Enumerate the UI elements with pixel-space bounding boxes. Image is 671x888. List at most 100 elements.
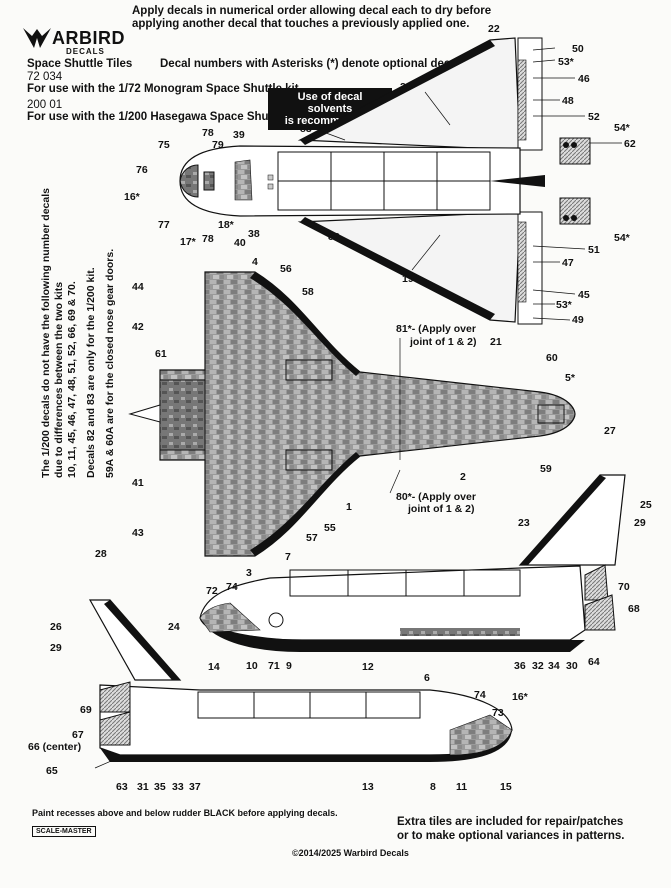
label-10: 10	[246, 660, 258, 672]
label-59: 59	[540, 463, 552, 475]
label-47: 47	[562, 257, 574, 269]
label-61: 61	[155, 348, 167, 360]
label-67: 67	[72, 729, 84, 741]
label-35: 35	[154, 781, 166, 793]
kit-code-1: 72 034	[27, 71, 63, 83]
label-3: 3	[246, 567, 252, 579]
label-51: 51	[588, 244, 600, 256]
extra-tiles-note: Extra tiles are included for repair/patc…	[397, 815, 625, 843]
label-7: 7	[285, 551, 291, 563]
extra-line-2: or to make optional variances in pattern…	[397, 830, 625, 842]
label-16: 16*	[124, 191, 141, 203]
label-27: 27	[604, 425, 616, 437]
label-83: 83	[300, 123, 312, 135]
label-74-right: 74	[226, 581, 238, 593]
label-1: 1	[346, 501, 352, 513]
label-11: 11	[456, 781, 467, 793]
label-2: 2	[460, 471, 466, 483]
label-76: 76	[136, 164, 148, 176]
label-80-note: joint of 1 & 2)	[407, 503, 475, 515]
extra-line-1: Extra tiles are included for repair/patc…	[397, 816, 624, 828]
label-44: 44	[132, 281, 144, 293]
label-36: 36	[514, 660, 526, 672]
label-48: 48	[562, 95, 574, 107]
label-64: 64	[588, 656, 600, 668]
label-19: 19	[402, 273, 414, 285]
label-68: 68	[628, 603, 640, 615]
page-title: Space Shuttle Tiles	[27, 58, 133, 70]
label-71: 71	[268, 660, 280, 672]
label-45: 45	[578, 289, 590, 301]
label-53-top: 53*	[558, 56, 575, 68]
warbird-logo-icon	[23, 28, 51, 48]
label-78-top: 78	[202, 127, 214, 139]
label-72: 72	[206, 585, 218, 597]
label-57: 57	[306, 532, 318, 544]
label-62: 62	[624, 138, 636, 150]
label-46: 46	[578, 73, 590, 85]
label-70: 70	[618, 581, 630, 593]
instruction-line-2: applying another decal that touches a pr…	[132, 18, 470, 30]
leader-lines	[94, 47, 622, 769]
label-16-left: 16*	[512, 691, 529, 703]
left-side-view	[88, 599, 513, 762]
label-55: 55	[324, 522, 336, 534]
label-43: 43	[132, 527, 144, 539]
optional-note: Decal numbers with Asterisks (*) denote …	[160, 58, 470, 70]
label-30: 30	[566, 660, 578, 672]
instruction-line-1: Apply decals in numerical order allowing…	[132, 5, 492, 17]
label-15: 15	[500, 781, 512, 793]
label-82: 82	[328, 231, 340, 243]
label-80: 80*- (Apply over	[396, 491, 476, 503]
label-24: 24	[168, 621, 180, 633]
label-22: 22	[488, 23, 500, 35]
label-52: 52	[588, 111, 600, 123]
label-8: 8	[430, 781, 436, 793]
label-14: 14	[208, 661, 220, 673]
label-69: 69	[80, 704, 92, 716]
label-12: 12	[362, 661, 374, 673]
label-38: 38	[248, 228, 260, 240]
label-23: 23	[518, 517, 530, 529]
label-41: 41	[132, 477, 144, 489]
label-34: 34	[548, 660, 560, 672]
brand-name: ARBIRD	[52, 28, 125, 48]
label-49: 49	[572, 314, 584, 326]
label-21: 21	[490, 336, 502, 348]
brand-logo: ARBIRD DECALS	[22, 22, 125, 58]
label-37: 37	[189, 781, 201, 793]
solvent-line-1: Use of decal solvents	[297, 91, 363, 115]
label-6: 6	[424, 672, 430, 684]
label-54-bottom: 54*	[614, 232, 631, 244]
label-17: 17*	[180, 236, 197, 248]
label-13: 13	[362, 781, 374, 793]
top-view	[179, 37, 591, 325]
label-29-right: 29	[634, 517, 646, 529]
label-75: 75	[158, 139, 170, 151]
label-31: 31	[137, 781, 149, 793]
label-73: 73	[492, 707, 504, 719]
label-28: 28	[95, 548, 107, 560]
kit-use-2: For use with the 1/200 Hasegawa Space Sh…	[27, 111, 306, 123]
label-56: 56	[280, 263, 292, 275]
label-33: 33	[172, 781, 184, 793]
label-58: 58	[302, 286, 314, 298]
label-9: 9	[286, 660, 292, 672]
label-63: 63	[116, 781, 128, 793]
top-right-wing	[297, 211, 521, 323]
kit-code-2: 200 01	[27, 99, 63, 111]
label-4: 4	[252, 256, 258, 268]
label-66-center: 66 (center)	[28, 741, 81, 753]
label-65: 65	[46, 765, 58, 777]
label-79: 79	[212, 139, 224, 151]
label-42: 42	[132, 321, 144, 333]
instructions: Apply decals in numerical order allowing…	[132, 5, 492, 31]
label-54-top: 54*	[614, 122, 631, 134]
label-26: 26	[50, 621, 62, 633]
copyright: ©2014/2025 Warbird Decals	[292, 848, 409, 858]
label-77: 77	[158, 219, 170, 231]
brand-sub: DECALS	[66, 47, 105, 56]
scale-master-logo: SCALE-MASTER	[32, 826, 96, 837]
label-29-left: 29	[50, 642, 62, 654]
